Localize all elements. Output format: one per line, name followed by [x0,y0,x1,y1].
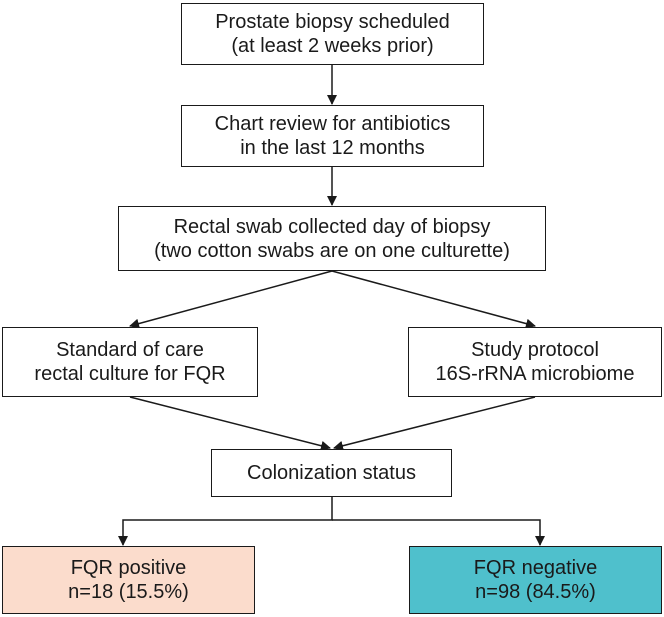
result-fqr-positive-line1: FQR positive [70,557,187,579]
step-study-protocol-line2: 16S-rRNA microbiome [435,363,635,385]
step-colonization-status: Colonization status [211,449,452,497]
step-standard-of-care: Standard of care rectal culture for FQR [2,327,258,397]
step-chart-review-line1: Chart review for antibiotics [214,113,451,135]
step-biopsy-scheduled: Prostate biopsy scheduled (at least 2 we… [181,3,484,65]
result-fqr-positive-line2: n=18 (15.5%) [68,581,189,603]
step-rectal-swab: Rectal swab collected day of biopsy (two… [118,206,546,271]
step-study-protocol-line1: Study protocol [471,339,599,361]
result-fqr-negative-line1: FQR negative [473,557,598,579]
arrow-standard-care-to-colonization [129,396,331,451]
step-rectal-swab-line2: (two cotton swabs are on one culturette) [154,239,510,262]
step-biopsy-scheduled-line1: Prostate biopsy scheduled [215,11,450,33]
result-fqr-negative-line2: n=98 (84.5%) [475,581,596,603]
result-fqr-positive: FQR positive n=18 (15.5%) [2,546,255,614]
step-chart-review-line2: in the last 12 months [240,137,425,159]
split-line-colonization-right [332,519,545,546]
step-biopsy-scheduled-line2: (at least 2 weeks prior) [231,35,434,57]
step-colonization-status-line1: Colonization status [247,462,416,484]
step-study-protocol: Study protocol 16S-rRNA microbiome [408,327,662,397]
step-standard-of-care-line2: rectal culture for FQR [34,363,226,385]
step-standard-of-care-line1: Standard of care [56,339,204,361]
step-rectal-swab-line1: Rectal swab collected day of biopsy [173,215,491,238]
split-line-colonization [118,497,333,546]
result-fqr-negative: FQR negative n=98 (84.5%) [409,546,662,614]
arrow-study-protocol-to-colonization [333,396,536,451]
arrow-rectal-swab-to-standard-care [129,270,333,329]
step-chart-review: Chart review for antibiotics in the last… [181,105,484,167]
arrow-rectal-swab-to-study-protocol [331,270,536,329]
